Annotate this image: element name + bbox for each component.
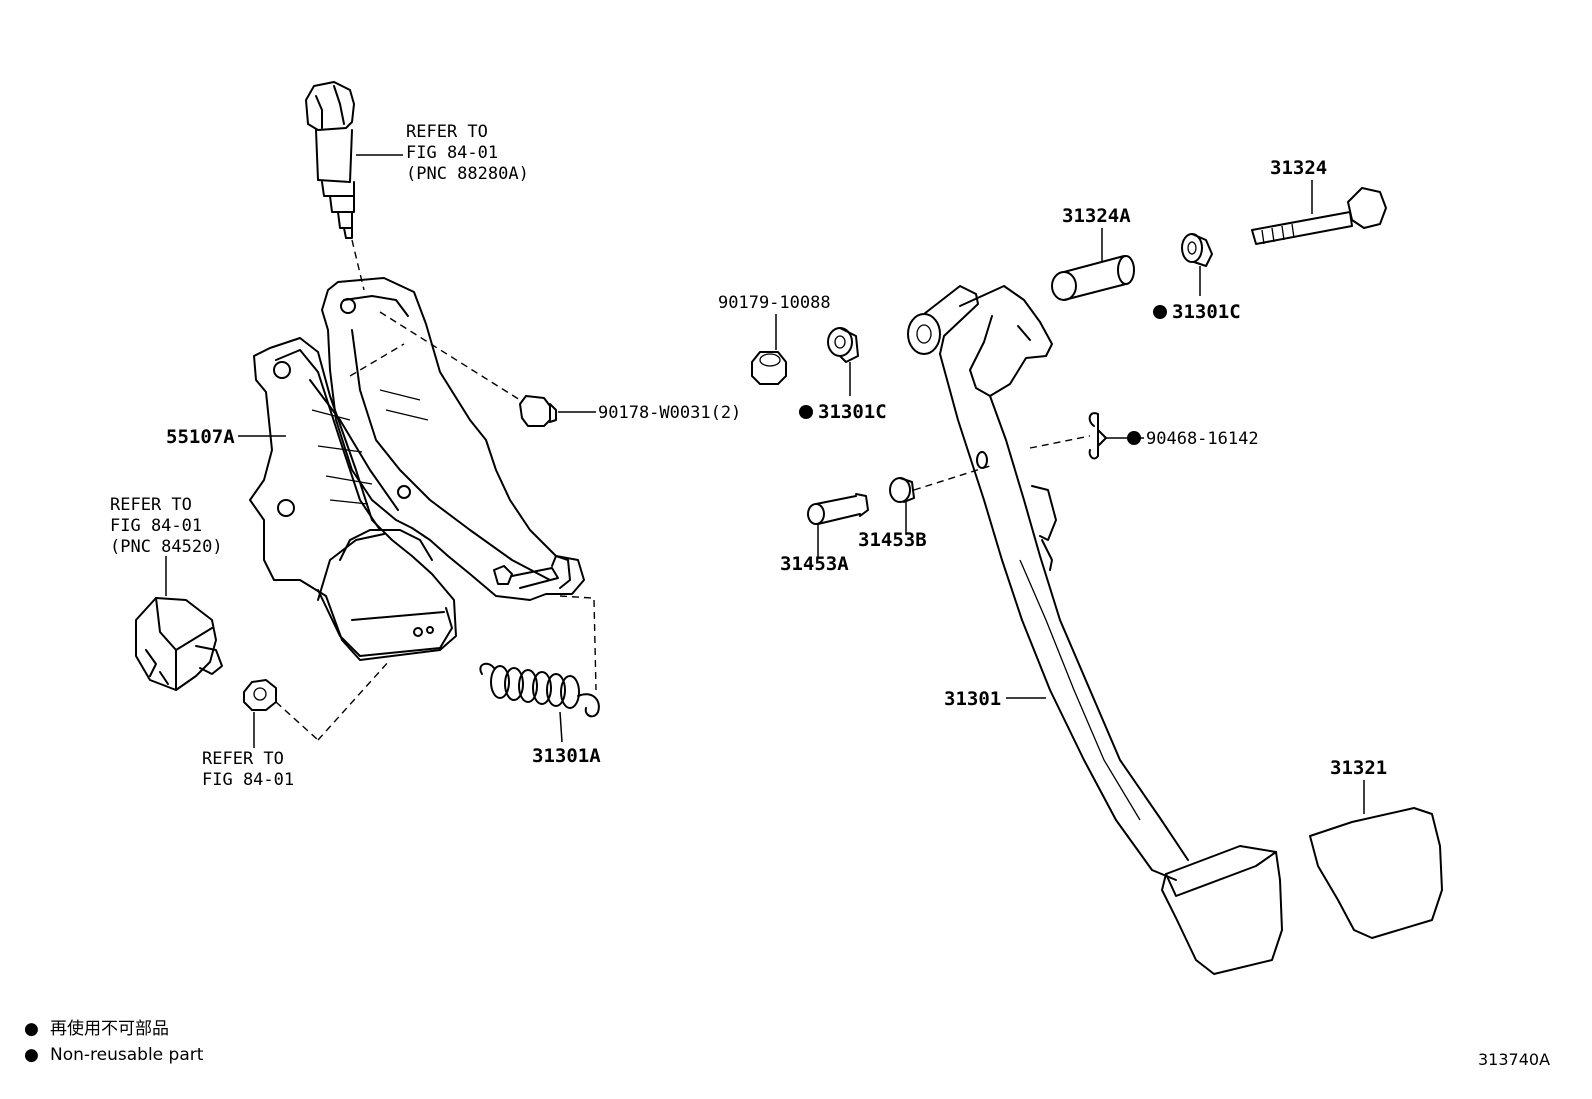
dash-bracket-spring (559, 595, 593, 599)
legend-bullet-jp: ● (24, 1019, 39, 1039)
label-88280-line3: (PNC 88280A) (406, 164, 529, 184)
pedal-pad-drawing (1309, 807, 1443, 939)
label-31301a: 31301A (532, 745, 601, 767)
label-31301c-left: 31301C (818, 401, 887, 423)
legend-bullet-en: ● (24, 1045, 39, 1065)
label-31453a: 31453A (780, 553, 849, 575)
figure-id: 313740A (1478, 1050, 1550, 1069)
label-31453b: 31453B (858, 529, 927, 551)
clutch-pedal-arm-drawing (907, 285, 1283, 975)
label-90178: 90178-W0031(2) (598, 403, 741, 423)
label-55107a: 55107A (166, 426, 235, 448)
dash-nut-a (275, 701, 319, 741)
legend-text-en: Non-reusable part (50, 1045, 204, 1065)
stop-lamp-switch-drawing (305, 81, 355, 239)
clip-90468-drawing (1088, 412, 1107, 460)
label-31301c-right: 31301C (1172, 301, 1241, 323)
label-90179: 90179-10088 (718, 293, 831, 313)
label-31301: 31301 (944, 688, 1001, 710)
label-84520-line3: (PNC 84520) (110, 537, 223, 557)
bushing-31453b-drawing (889, 477, 915, 503)
legend-text-jp: 再使用不可部品 (50, 1018, 169, 1039)
pedal-bracket-drawing (249, 277, 585, 661)
bushing-31301c-right-drawing (1181, 233, 1213, 267)
bushing-31301c-left-drawing (827, 327, 859, 363)
return-spring-drawing (479, 662, 600, 718)
dash-switch-bracket (351, 239, 365, 291)
label-90468: 90468-16142 (1146, 429, 1259, 449)
dash-nut-b (317, 659, 391, 741)
label-nut-line1: REFER TO (202, 749, 284, 769)
non-reusable-marker-right (1153, 305, 1167, 319)
bolt-90178-drawing (519, 395, 557, 427)
nut-drawing (243, 679, 277, 711)
dash-bracket-inner (349, 343, 405, 377)
label-31324a: 31324A (1062, 205, 1131, 227)
label-88280-line2: FIG 84-01 (406, 143, 498, 163)
non-reusable-marker-left (799, 405, 813, 419)
collar-31324a-drawing (1051, 255, 1135, 301)
label-nut-line2: FIG 84-01 (202, 770, 294, 790)
label-84520-line2: FIG 84-01 (110, 516, 202, 536)
pin-31453a-drawing (807, 493, 869, 525)
label-84520-line1: REFER TO (110, 495, 192, 515)
non-reusable-marker-clip (1127, 431, 1141, 445)
leader-31301a (559, 711, 563, 743)
dash-bushing-pedal (913, 465, 991, 491)
label-88280-line1: REFER TO (406, 122, 488, 142)
dash-clip-pedal (1029, 435, 1091, 449)
dash-spring-hook (593, 599, 597, 691)
dash-bracket-bolt (379, 311, 521, 401)
label-31324: 31324 (1270, 157, 1327, 179)
label-31321: 31321 (1330, 757, 1387, 779)
nut-90179-drawing (751, 351, 787, 385)
sensor-84520-drawing (135, 597, 223, 691)
bolt-31324-drawing (1251, 187, 1387, 245)
